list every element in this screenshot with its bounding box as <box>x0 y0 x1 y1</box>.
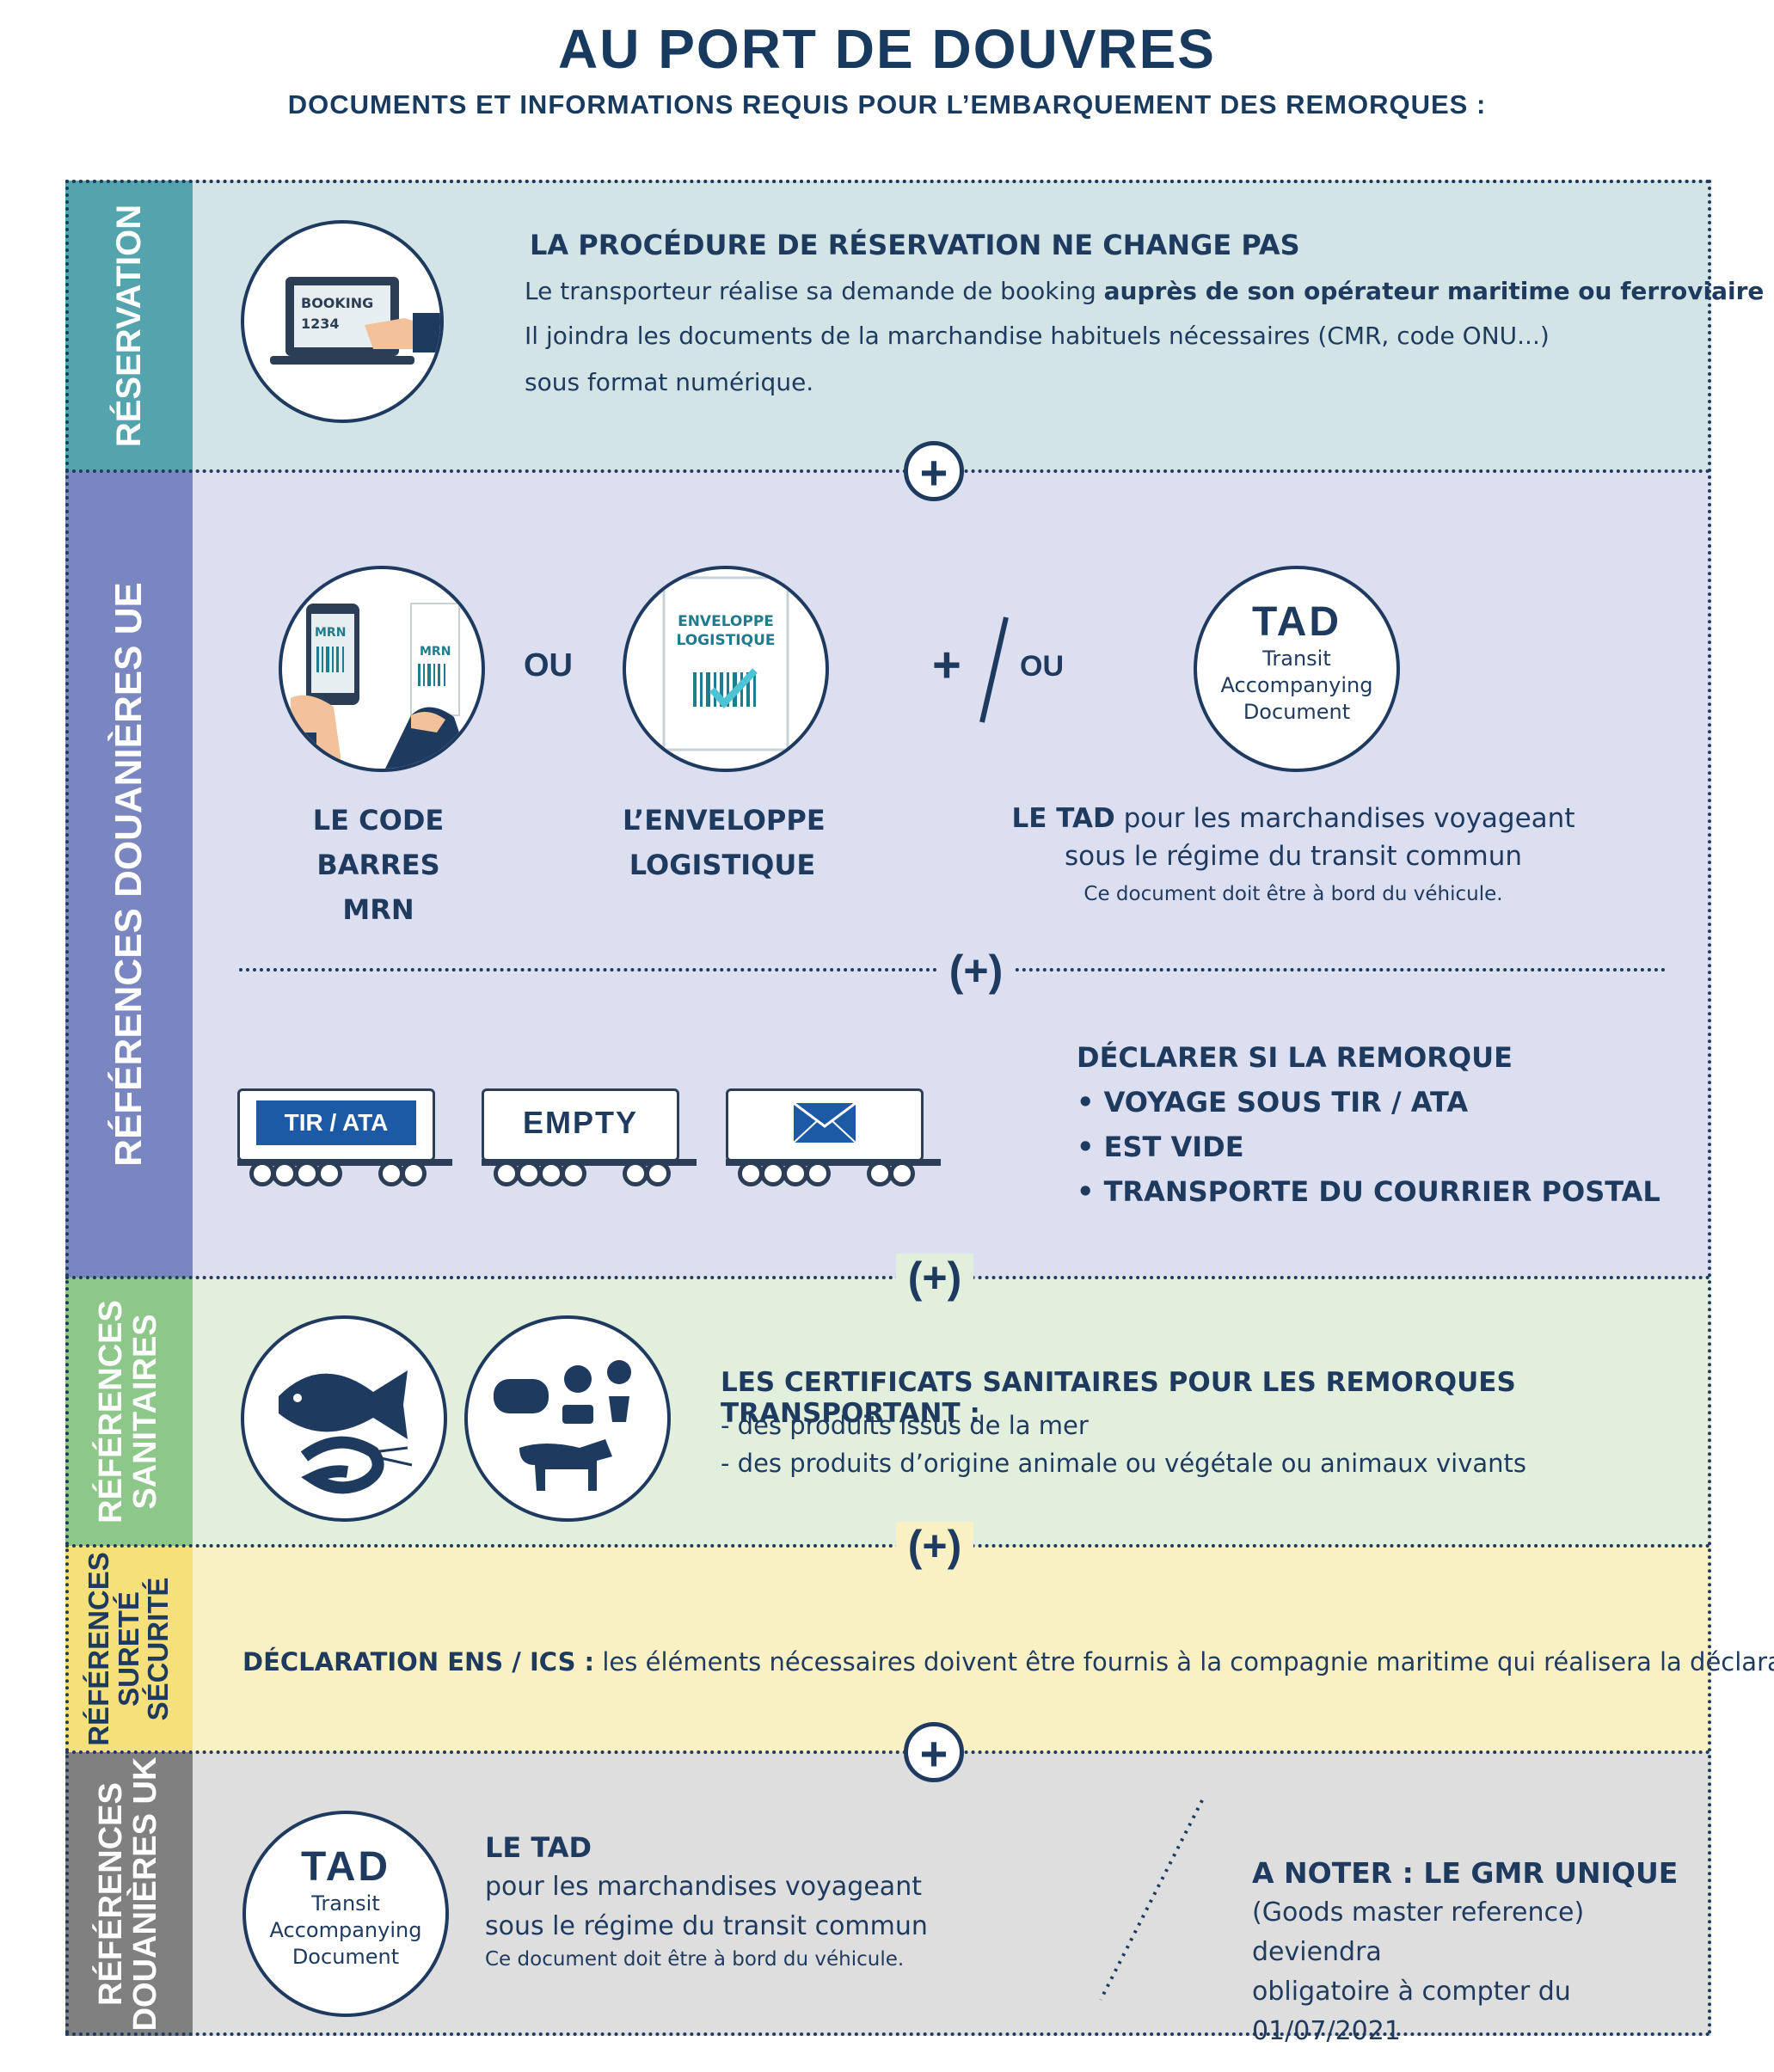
reservation-line2: Il joindra les documents de la marchandi… <box>525 322 1550 350</box>
list-item: - des produits issus de la mer <box>721 1411 1089 1440</box>
surete-text: DÉCLARATION ENS / ICS : les éléments néc… <box>242 1647 1774 1677</box>
mrn-barcode-icon: MRN MRN <box>279 566 485 772</box>
tir-truck-icon: TIR / ATA <box>237 1088 452 1186</box>
divider-4 <box>65 1750 1711 1754</box>
uk-tad-text: LE TAD pour les marchandises voyageant s… <box>485 1831 928 1971</box>
divider-3 <box>65 1544 1711 1548</box>
divider-1 <box>65 469 1711 473</box>
fish-shrimp-icon <box>241 1315 447 1522</box>
plus-optional-icon: (+) <box>896 1254 973 1302</box>
section-reservation: RÉSERVATION BOOKING 1234 LA PROCÉDURE DE… <box>65 181 1764 471</box>
reservation-heading: LA PROCÉDURE DE RÉSERVATION NE CHANGE PA… <box>530 229 1300 261</box>
slash-divider <box>1099 1799 1204 2001</box>
svg-text:ENVELOPPE: ENVELOPPE <box>678 613 774 630</box>
declare-block: DÉCLARER SI LA REMORQUE • VOYAGE SOUS TI… <box>1077 1035 1660 1214</box>
declare-item: • VOYAGE SOUS TIR / ATA <box>1077 1086 1469 1119</box>
truck-label-tir: TIR / ATA <box>256 1100 416 1145</box>
or-label-2: OU <box>1020 650 1064 683</box>
envelope-icon <box>793 1102 856 1143</box>
svg-text:LOGISTIQUE: LOGISTIQUE <box>677 632 776 649</box>
truck-label-empty: EMPTY <box>522 1105 638 1140</box>
svg-text:1234: 1234 <box>301 316 340 332</box>
page-subtitle: DOCUMENTS ET INFORMATIONS REQUIS POUR L’… <box>287 89 1487 120</box>
sanitaire-list: - des produits issus de la mer - des pro… <box>721 1407 1526 1482</box>
divider-2 <box>65 1276 1711 1279</box>
laptop-booking-icon: BOOKING 1234 <box>241 220 444 423</box>
plus-icon: + <box>904 1722 964 1782</box>
animal-products-icon <box>464 1315 671 1522</box>
plus-icon: + <box>904 441 964 501</box>
tad-caption: LE TAD pour les marchandises voyageant s… <box>1011 803 1575 905</box>
reservation-line1: Le transporteur réalise sa demande de bo… <box>525 277 1765 305</box>
declare-item: • TRANSPORTE DU COURRIER POSTAL <box>1077 1175 1660 1208</box>
section-douane-ue: RÉFÉRENCES DOUANIÈRES UE MRN MRN LE CODE… <box>65 471 1711 1278</box>
svg-text:BOOKING: BOOKING <box>301 295 373 311</box>
list-item: - des produits d’origine animale ou végé… <box>721 1449 1527 1478</box>
svg-text:MRN: MRN <box>420 645 451 659</box>
declare-item: • EST VIDE <box>1077 1131 1244 1163</box>
or-label-1: OU <box>524 647 573 684</box>
gmr-note: A NOTER : LE GMR UNIQUE (Goods master re… <box>1252 1856 1679 2046</box>
divider-top <box>65 180 1711 183</box>
plus-optional-icon: (+) <box>937 947 1015 995</box>
envelope-logistique-icon: ENVELOPPE LOGISTIQUE <box>623 566 829 772</box>
side-label-text: RÉSERVATION <box>110 204 148 448</box>
declare-heading: DÉCLARER SI LA REMORQUE <box>1077 1041 1513 1074</box>
side-label-text: RÉFÉRENCES DOUANIÈRES UE <box>107 582 150 1167</box>
mail-truck-icon <box>726 1088 941 1186</box>
sanitaire-heading: LES CERTIFICATS SANITAIRES POUR LES REMO… <box>721 1367 1516 1429</box>
plus-optional-icon: (+) <box>896 1522 973 1570</box>
slash-divider <box>979 616 1009 723</box>
side-label-douane-ue: RÉFÉRENCES DOUANIÈRES UE <box>65 471 193 1278</box>
plus-sign: + <box>932 637 961 693</box>
svg-text:MRN: MRN <box>315 626 346 640</box>
reservation-line3: sous format numérique. <box>525 368 814 396</box>
side-label-reservation: RÉSERVATION <box>65 181 193 471</box>
empty-truck-icon: EMPTY <box>482 1088 697 1186</box>
page-title: AU PORT DE DOUVRES <box>558 18 1216 80</box>
